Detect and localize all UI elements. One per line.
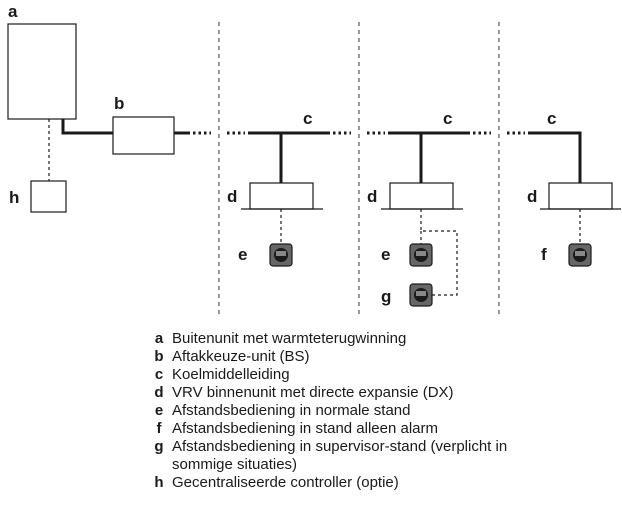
remote-controller-icon (269, 243, 293, 267)
legend-key: a (154, 330, 164, 347)
legend-key: c (154, 366, 164, 383)
legend-item: sommige situaties) (146, 456, 616, 474)
legend-item: a Buitenunit met warmteterugwinning (146, 330, 616, 348)
legend-text: Afstandsbediening in normale stand (172, 402, 411, 419)
label-a: a (8, 2, 18, 21)
system-diagram: a h b c d e c d e g (7, 2, 621, 318)
label-e: e (381, 245, 390, 264)
legend-item: h Gecentraliseerde controller (optie) (146, 474, 616, 492)
legend-text: VRV binnenunit met directe expansie (DX) (172, 384, 454, 401)
legend-key (146, 456, 172, 474)
legend-text: Afstandsbediening in stand alleen alarm (172, 420, 439, 437)
label-c: c (547, 109, 556, 128)
label-d: d (227, 187, 237, 206)
legend-key: b (154, 348, 164, 365)
legend-text: Aftakkeuze-unit (BS) (172, 348, 310, 365)
remote-controller-icon (409, 243, 433, 267)
legend: a Buitenunit met warmteterugwinning b Aftak… (146, 330, 616, 492)
label-b: b (114, 94, 124, 113)
label-c: c (443, 109, 452, 128)
outdoor-unit (7, 23, 77, 120)
label-h: h (9, 188, 19, 207)
legend-text: Gecentraliseerde controller (optie) (172, 474, 399, 491)
refrigerant-piping (61, 119, 113, 135)
legend-item: g Afstandsbediening in supervisor-stand (… (146, 438, 616, 456)
control-wiring (420, 209, 458, 296)
label-d: d (527, 187, 537, 206)
remote-controller-icon (409, 283, 433, 307)
label-c: c (303, 109, 312, 128)
legend-item: b Aftakkeuze-unit (BS) (146, 348, 616, 366)
legend-key: e (154, 402, 164, 419)
refrigerant-piping (528, 131, 582, 183)
indoor-unit (249, 182, 314, 210)
legend-text: Koelmiddelleiding (172, 366, 290, 383)
legend-item: c Koelmiddelleiding (146, 366, 616, 384)
indoor-unit (548, 182, 613, 210)
remote-controller-icon (568, 243, 592, 267)
legend-text: Afstandsbediening in supervisor-stand (v… (172, 438, 508, 455)
label-d: d (367, 187, 377, 206)
label-g: g (381, 287, 391, 306)
legend-item: d VRV binnenunit met directe expansie (DX… (146, 384, 616, 402)
legend-item: f Afstandsbediening in stand alleen alarm (146, 420, 616, 438)
label-f: f (541, 245, 547, 264)
legend-text: sommige situaties) (172, 456, 298, 473)
branch-selector-unit (112, 116, 175, 155)
centralized-controller (30, 180, 67, 213)
legend-text: Buitenunit met warmteterugwinning (172, 330, 407, 347)
legend-item: e Afstandsbediening in normale stand (146, 402, 616, 420)
legend-key: g (154, 438, 164, 455)
label-e: e (238, 245, 247, 264)
legend-key: h (154, 474, 164, 491)
indoor-unit (389, 182, 454, 210)
legend-key: f (156, 420, 162, 437)
legend-key: d (154, 384, 164, 401)
